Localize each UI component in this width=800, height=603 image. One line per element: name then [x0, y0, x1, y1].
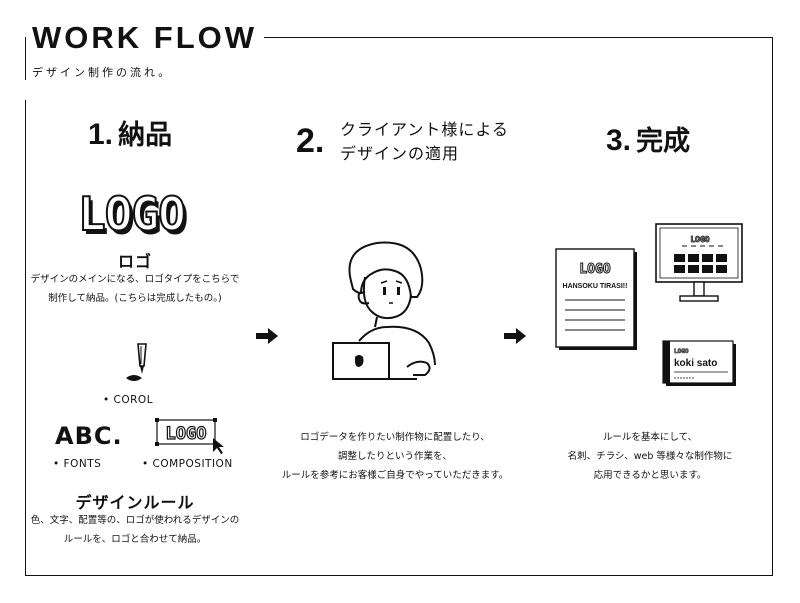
apple-icon: [355, 355, 364, 367]
outer-frame: [25, 37, 773, 576]
step-2-desc-line: ルールを参考にお客様ご自身でやっていただきます。: [281, 470, 509, 481]
pen-icon: [126, 343, 147, 381]
corol-label: • COROL: [103, 394, 154, 406]
composition-logo-text: LOGO: [166, 424, 207, 444]
step-3-desc-line: 名刺、チラシ、web 等様々な制作物に: [567, 451, 733, 462]
logo-description: デザインのメインになる、ロゴタイプをこちらで 制作して納品。(こちらは完成したも…: [20, 270, 250, 308]
fonts-sample: ABC.: [55, 422, 123, 450]
step-2-title-line: デザインの適用: [340, 144, 460, 163]
arrow-right-icon: [504, 328, 526, 344]
step-3-number: 3.: [606, 124, 632, 157]
step-2-number: 2.: [296, 122, 325, 160]
step-2-description: ロゴデータを作りたい制作物に配置したり、 調整したりという作業を、 ルールを参考…: [270, 428, 520, 485]
page-title: WORK FLOW: [32, 18, 264, 58]
step-3-desc-line: ルールを基本にして、: [602, 432, 698, 443]
step-1-title: 納品: [118, 120, 173, 151]
step-3-description: ルールを基本にして、 名刺、チラシ、web 等様々な制作物に 応用できるかと思い…: [532, 428, 768, 485]
rule-desc-line: ルールを、ロゴと合わせて納品。: [63, 534, 207, 545]
logo-sample-graphic: LOGO LOGO: [77, 186, 189, 242]
svg-text:LOGO: LOGO: [81, 191, 188, 242]
step-3-desc-line: 応用できるかと思います。: [593, 470, 707, 481]
frame-gap: [20, 80, 30, 100]
flyer-graphic: LOGO HANSOKU TIRASI!!: [555, 248, 637, 350]
rule-desc-line: 色、文字、配置等の、ロゴが使われるデザインの: [30, 515, 240, 526]
logo-desc-line: デザインのメインになる、ロゴタイプをこちらで: [30, 274, 240, 285]
composition-graphic: LOGO: [155, 418, 224, 454]
step-2-desc-line: ロゴデータを作りたい制作物に配置したり、: [300, 432, 490, 443]
fonts-label: • FONTS: [53, 458, 102, 470]
step-1-number: 1.: [88, 118, 114, 151]
page-subtitle: デザイン制作の流れ。: [32, 64, 181, 80]
composition-label: • COMPOSITION: [142, 458, 233, 470]
step-1-heading: 1. 納品: [88, 118, 172, 153]
step-3-heading: 3. 完成: [606, 124, 690, 159]
step-2-desc-line: 調整したりという作業を、: [337, 451, 452, 462]
rule-description: 色、文字、配置等の、ロゴが使われるデザインの ルールを、ロゴと合わせて納品。: [22, 511, 248, 549]
rule-title: デザインルール: [75, 493, 195, 512]
logo-sample-text: LOGO: [78, 187, 185, 241]
card-logo: LOGO: [674, 348, 689, 355]
step-3-title: 完成: [636, 126, 691, 157]
step-2-title: クライアント様による デザインの適用: [340, 118, 509, 166]
monitor-logo: LOGO: [690, 235, 709, 244]
logo-label: ロゴ: [117, 252, 152, 271]
designer-illustration: [332, 241, 436, 380]
arrow-right-icon: [256, 328, 278, 344]
card-name: koki sato: [674, 358, 717, 369]
logo-desc-line: 制作して納品。(こちらは完成したもの。): [48, 293, 222, 304]
cursor-icon: [213, 438, 224, 454]
business-card-graphic: LOGO koki sato: [662, 340, 736, 386]
step-2-title-line: クライアント様による: [340, 120, 509, 139]
monitor-graphic: LOGO: [655, 223, 743, 302]
flyer-text: HANSOKU TIRASI!!: [563, 283, 628, 290]
frame-top-line: [264, 37, 773, 38]
flyer-logo: LOGO: [579, 262, 610, 277]
